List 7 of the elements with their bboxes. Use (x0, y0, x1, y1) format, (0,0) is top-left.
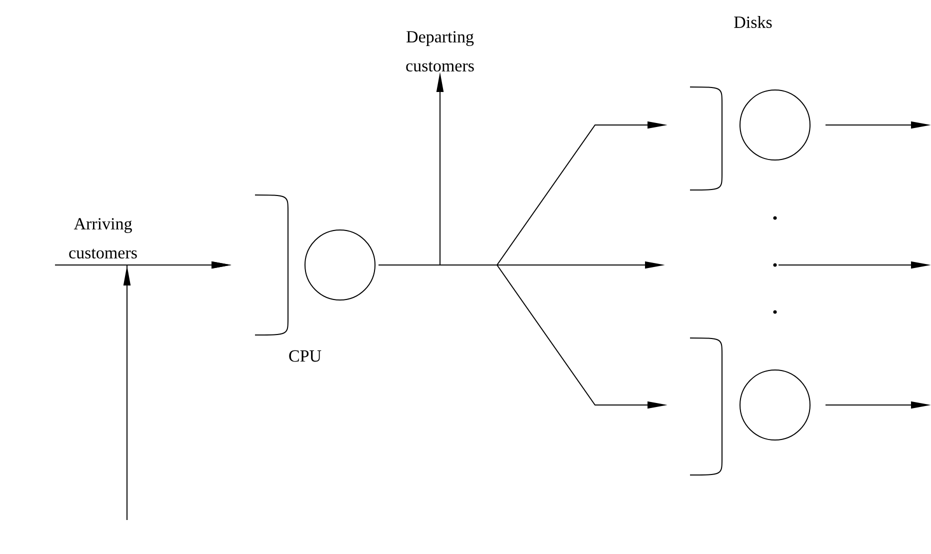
caption-text: Arriving customers (69, 218, 137, 258)
queue-drawing (254, 194, 376, 336)
queue-drawing (690, 338, 810, 476)
caption-text: Departing customers (406, 31, 474, 72)
queue-drawing (690, 86, 810, 190)
group-label: Disks (734, 16, 772, 28)
queue-label: CPU (289, 350, 322, 362)
